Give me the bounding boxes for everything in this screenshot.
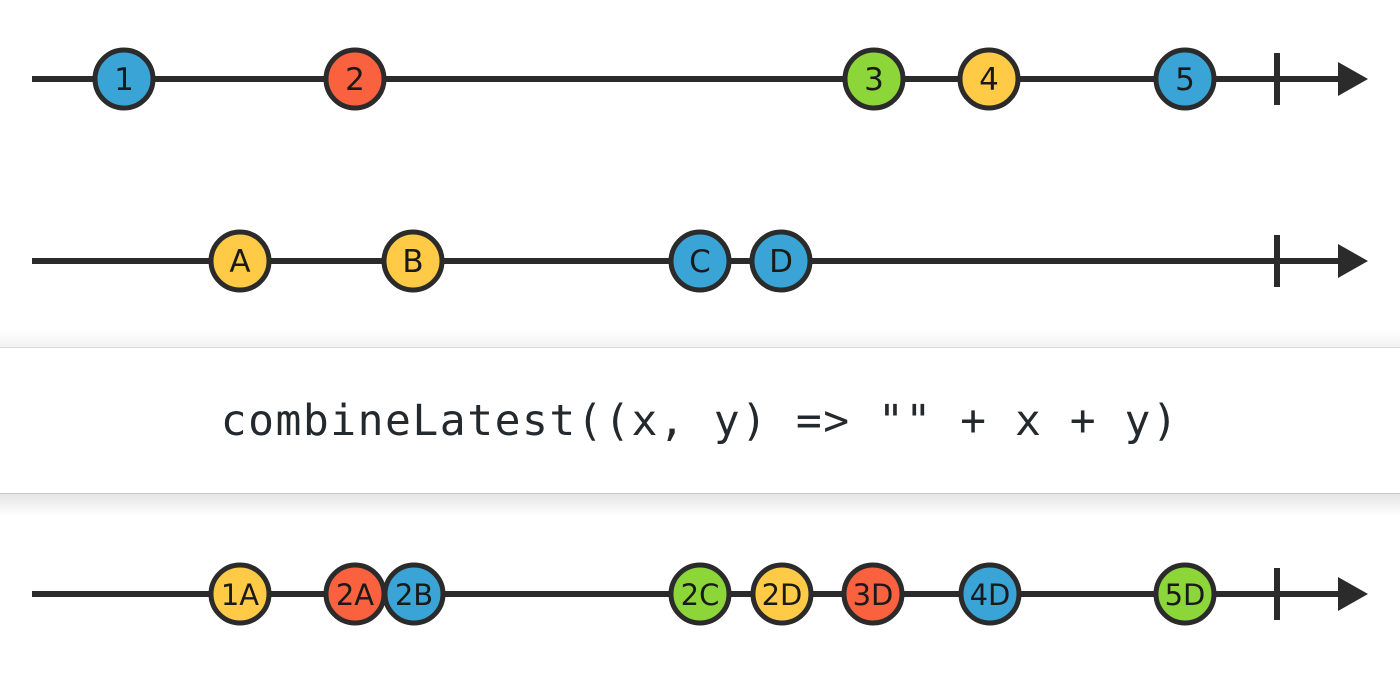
marble-4d-label: 4D <box>970 578 1011 612</box>
marble-2-circle[interactable] <box>323 47 387 111</box>
marble-d-circle[interactable] <box>749 229 813 293</box>
marble-2d[interactable]: 2D <box>750 562 814 626</box>
operator-label: combineLatest((x, y) => "" + x + y) <box>220 395 1180 446</box>
marble-2d-circle[interactable] <box>750 562 814 626</box>
marble-b[interactable]: B <box>381 229 445 293</box>
marble-4[interactable]: 4 <box>957 47 1021 111</box>
marble-3d[interactable]: 3D <box>841 562 905 626</box>
marble-3-label: 3 <box>864 62 884 98</box>
marble-d-label: D <box>769 244 793 280</box>
marble-c-circle[interactable] <box>668 229 732 293</box>
marble-2[interactable]: 2 <box>323 47 387 111</box>
marble-2c-label: 2C <box>681 578 720 612</box>
marble-b-circle[interactable] <box>381 229 445 293</box>
marble-5-circle[interactable] <box>1153 47 1217 111</box>
marble-3d-circle[interactable] <box>841 562 905 626</box>
timeline-arrowhead-source-y <box>1338 244 1368 278</box>
marble-5d[interactable]: 5D <box>1153 562 1217 626</box>
marble-3-circle[interactable] <box>842 47 906 111</box>
marble-4d-circle[interactable] <box>958 562 1022 626</box>
marble-b-label: B <box>402 244 423 280</box>
marble-5-label: 5 <box>1175 62 1195 98</box>
marble-3[interactable]: 3 <box>842 47 906 111</box>
marble-5d-circle[interactable] <box>1153 562 1217 626</box>
marble-4d[interactable]: 4D <box>958 562 1022 626</box>
marble-5[interactable]: 5 <box>1153 47 1217 111</box>
marble-2c[interactable]: 2C <box>668 562 732 626</box>
timeline-source-y: A B C D <box>32 229 1368 293</box>
marble-d[interactable]: D <box>749 229 813 293</box>
marble-2c-circle[interactable] <box>668 562 732 626</box>
timeline-arrowhead-result <box>1338 577 1368 611</box>
marble-a-label: A <box>229 244 250 280</box>
timeline-arrowhead-source-x <box>1338 62 1368 96</box>
marble-a[interactable]: A <box>208 229 272 293</box>
operator-band: combineLatest((x, y) => "" + x + y) <box>0 347 1400 494</box>
marble-1[interactable]: 1 <box>92 47 156 111</box>
marble-1-circle[interactable] <box>92 47 156 111</box>
marble-5d-label: 5D <box>1165 578 1206 612</box>
marble-3d-label: 3D <box>853 578 894 612</box>
marble-1a-label: 1A <box>221 578 259 612</box>
marble-2d-label: 2D <box>762 578 803 612</box>
marble-c-label: C <box>689 244 711 280</box>
marble-2-label: 2 <box>345 62 365 98</box>
marble-2a[interactable]: 2A <box>323 562 387 626</box>
marble-c[interactable]: C <box>668 229 732 293</box>
marble-4-label: 4 <box>979 62 999 98</box>
marble-1-label: 1 <box>114 62 134 98</box>
marble-2a-label: 2A <box>336 578 374 612</box>
timeline-source-x: 1 2 3 4 5 <box>32 47 1368 111</box>
timeline-result: 1A 2A 2B 2C 2D 3D 4D 5D <box>32 562 1368 626</box>
marble-2b-circle[interactable] <box>382 562 446 626</box>
marble-1a-circle[interactable] <box>208 562 272 626</box>
marble-2b-label: 2B <box>395 578 433 612</box>
marble-1a[interactable]: 1A <box>208 562 272 626</box>
marble-a-circle[interactable] <box>208 229 272 293</box>
marble-2b[interactable]: 2B <box>382 562 446 626</box>
marble-4-circle[interactable] <box>957 47 1021 111</box>
